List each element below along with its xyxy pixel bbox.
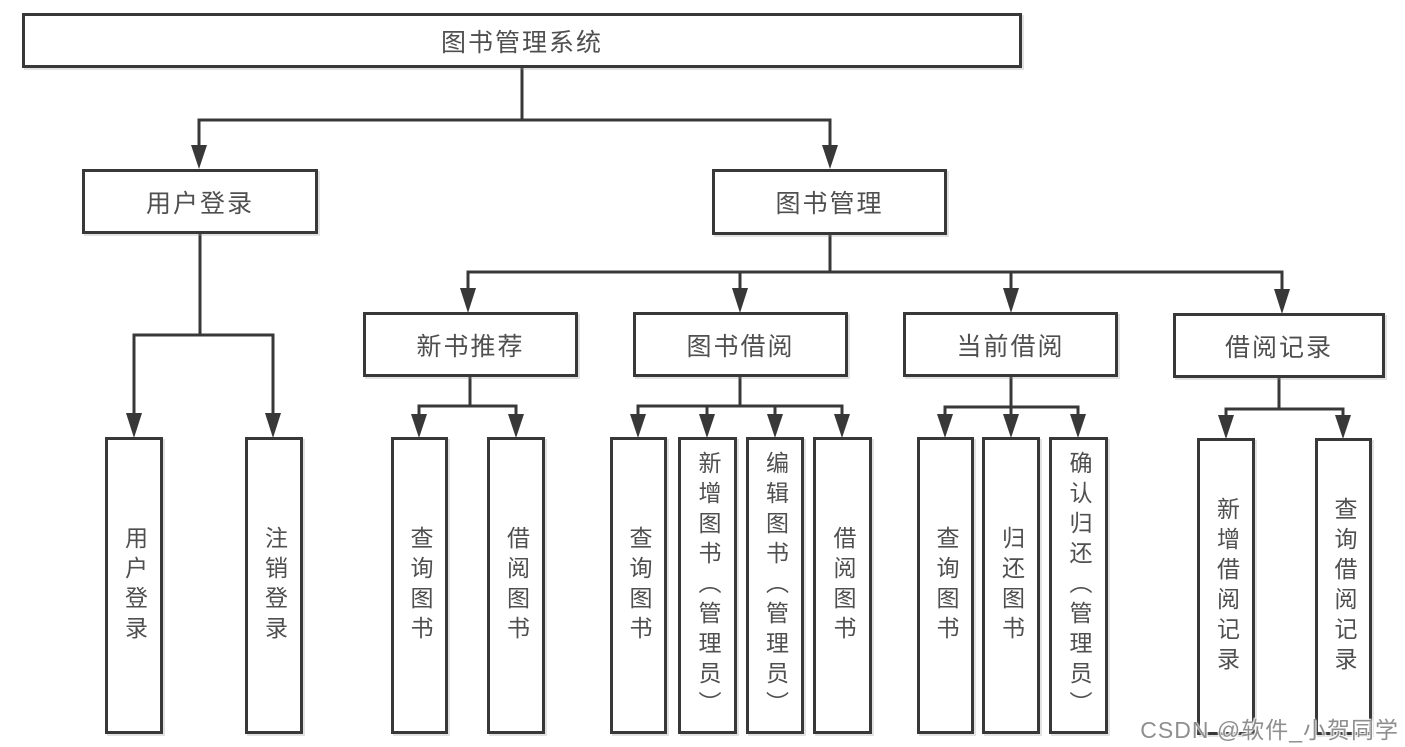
node-current-borrowing: 当前借阅 — [903, 312, 1118, 377]
leaf-newbook-borrow-books: 借阅图书 — [487, 437, 545, 734]
arrowhead-down — [460, 288, 476, 313]
arrowhead-down — [1274, 289, 1290, 314]
leaf-current-confirm-return-admin: 确认归还（管理员） — [1049, 437, 1108, 734]
leaf-borrow-edit-books-admin: 编辑图书（管理员） — [746, 437, 804, 734]
leaf-current-return-books-label: 归还图书 — [998, 525, 1025, 646]
arrowhead-down — [191, 145, 207, 169]
node-root-system-label: 图书管理系统 — [440, 28, 603, 57]
leaf-user-login-label: 用户登录 — [121, 525, 148, 646]
arrowhead-down — [411, 414, 427, 438]
leaf-current-query-books-label: 查询图书 — [933, 525, 959, 646]
arrowhead-down — [822, 145, 838, 169]
arrowhead-down — [937, 414, 953, 438]
leaf-borrow-query-books-label: 查询图书 — [626, 525, 652, 646]
leaf-borrow-add-books-admin: 新增图书（管理员） — [678, 437, 737, 734]
watermark-text: CSDN @软件_小贺同学 — [1140, 717, 1399, 743]
arrowhead-down — [1218, 415, 1234, 439]
node-borrowing-records: 借阅记录 — [1173, 313, 1385, 378]
leaf-borrow-borrow-books: 借阅图书 — [813, 437, 872, 734]
leaf-records-add-record-label: 新增借阅记录 — [1213, 496, 1240, 677]
arrowhead-down — [1335, 415, 1351, 439]
arrowhead-down — [834, 414, 850, 438]
leaf-records-query-record: 查询借阅记录 — [1315, 438, 1372, 735]
leaf-current-confirm-return-admin-label: 确认归还（管理员） — [1066, 450, 1092, 721]
arrowhead-down — [1003, 288, 1019, 313]
node-new-book-recommendation-label: 新书推荐 — [416, 332, 525, 361]
leaf-borrow-add-books-admin-label: 新增图书（管理员） — [695, 450, 721, 721]
arrowhead-down — [508, 414, 524, 438]
arrowhead-down — [767, 414, 783, 438]
leaf-logout-login-label: 注销登录 — [261, 525, 288, 646]
node-new-book-recommendation: 新书推荐 — [363, 312, 578, 377]
arrowhead-down — [126, 413, 142, 438]
watermark: CSDN @软件_小贺同学 — [1140, 711, 1399, 745]
leaf-borrow-edit-books-admin-label: 编辑图书（管理员） — [762, 450, 789, 721]
leaf-user-login: 用户登录 — [105, 437, 163, 734]
arrowhead-down — [265, 413, 281, 438]
leaf-records-add-record: 新增借阅记录 — [1197, 438, 1255, 735]
node-book-management: 图书管理 — [712, 169, 947, 235]
arrowhead-down — [1003, 414, 1019, 438]
node-root-system: 图书管理系统 — [22, 13, 1022, 68]
leaf-newbook-borrow-books-label: 借阅图书 — [503, 525, 530, 646]
node-current-borrowing-label: 当前借阅 — [956, 332, 1065, 361]
arrowhead-down — [630, 414, 646, 438]
leaf-logout-login: 注销登录 — [245, 437, 303, 734]
node-user-login: 用户登录 — [82, 169, 318, 234]
node-book-borrowing-label: 图书借阅 — [686, 332, 795, 361]
leaf-borrow-borrow-books-label: 借阅图书 — [830, 525, 856, 646]
node-borrowing-records-label: 借阅记录 — [1224, 333, 1333, 362]
node-book-borrowing: 图书借阅 — [633, 312, 848, 377]
arrowhead-down — [699, 414, 715, 438]
arrowhead-down — [1070, 414, 1086, 438]
node-book-management-label: 图书管理 — [775, 190, 884, 218]
leaf-newbook-query-books: 查询图书 — [391, 437, 448, 734]
leaf-current-return-books: 归还图书 — [982, 437, 1040, 734]
arrowhead-down — [732, 288, 748, 313]
leaf-records-query-record-label: 查询借阅记录 — [1331, 496, 1357, 677]
node-user-login-label: 用户登录 — [145, 189, 254, 218]
leaf-newbook-query-books-label: 查询图书 — [407, 525, 433, 646]
leaf-borrow-query-books: 查询图书 — [610, 437, 667, 734]
leaf-current-query-books: 查询图书 — [917, 437, 974, 734]
